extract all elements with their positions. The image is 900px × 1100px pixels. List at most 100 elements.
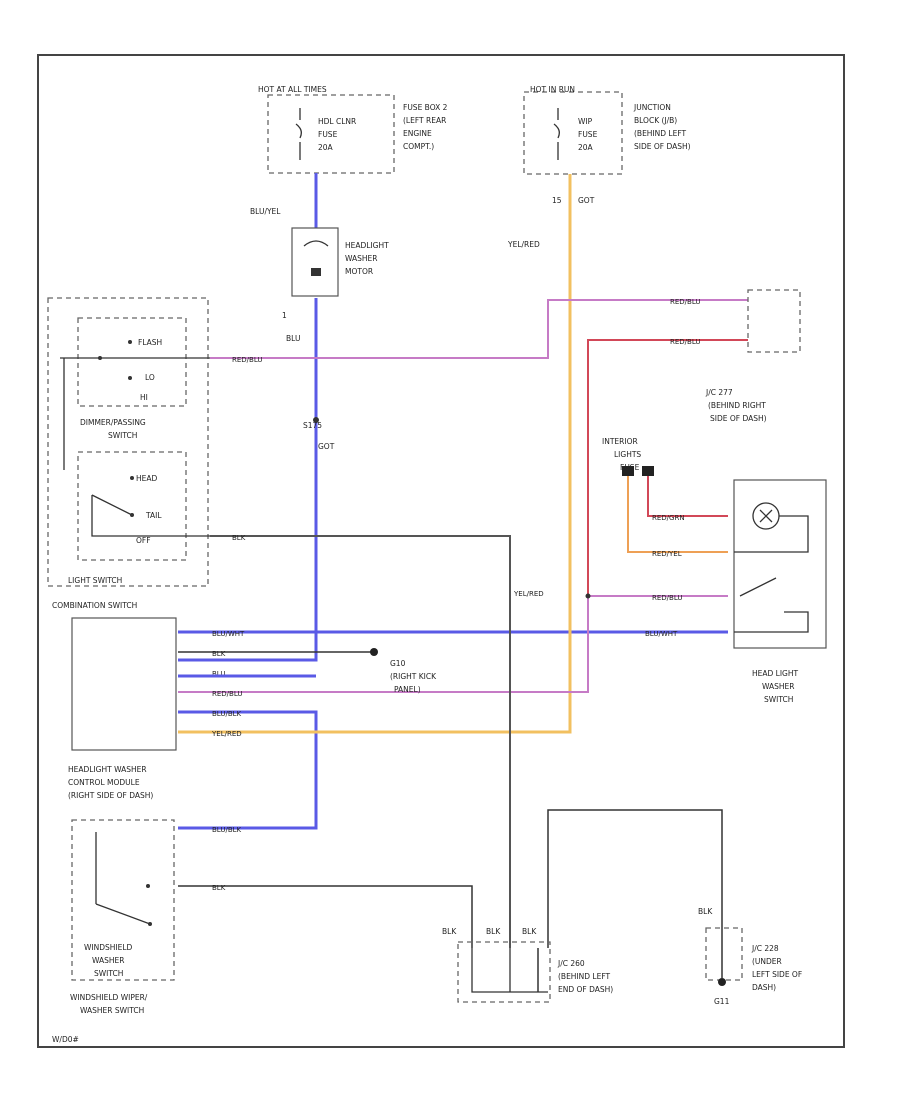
motor-pin: 1 <box>282 311 287 320</box>
jc260-label-1: J/C 260 <box>557 959 585 968</box>
wire-blu <box>178 298 318 662</box>
fuse-symbol-hdl-clnr <box>295 108 302 160</box>
wire-red-yel <box>627 476 728 553</box>
wire-blk-ws-switch <box>178 885 473 948</box>
wire-label-blu-yel: BLU/YEL <box>250 207 281 216</box>
jc228-label-2: (UNDER <box>752 957 782 966</box>
light-switch-box <box>77 451 187 561</box>
fuse-wip-line2: FUSE <box>578 130 598 139</box>
interior-lights-fuse: INTERIOR LIGHTS FUSE <box>602 437 654 476</box>
wire-label-cm-blk: BLK <box>212 650 226 658</box>
fuse-wip-line1: WIP <box>578 117 593 126</box>
wire-label-ws-blk: BLK <box>212 884 226 892</box>
fuse-box-2-title: HOT AT ALL TIMES <box>258 85 327 94</box>
wire-label-red-blu-dimmer: RED/BLU <box>232 356 263 364</box>
ws-switch-blade <box>95 832 151 925</box>
junction-block-title: HOT IN RUN <box>530 85 575 94</box>
control-module-label-3: (RIGHT SIDE OF DASH) <box>68 791 153 800</box>
wire-label-cm-blu-blk: BLU/BLK <box>212 710 242 718</box>
jc277-label-1: J/C 277 <box>705 388 733 397</box>
splice-red-blu <box>585 593 591 599</box>
jc228-label-3: LEFT SIDE OF <box>752 970 802 979</box>
wire-label-ws-blu-blk: BLU/BLK <box>212 826 242 834</box>
wire-label-yel-red-top: YEL/RED <box>507 240 540 249</box>
wire-label-red-yel: RED/YEL <box>652 550 682 558</box>
wire-label-cm-yel-red: YEL/RED <box>211 730 242 738</box>
splice-s175: S175 <box>303 421 322 430</box>
windshield-wiper-washer-switch: WINDSHIELD WASHER SWITCH WINDSHIELD WIPE… <box>70 819 175 1015</box>
motor-winding <box>303 240 329 247</box>
junction-block: HOT IN RUN WIP FUSE 20A JUNCTION BLOCK (… <box>523 85 691 175</box>
hlw-switch-label-3: SWITCH <box>764 695 793 704</box>
ws-outer-label-2: WASHER SWITCH <box>80 1006 144 1015</box>
ground-g10-label-3: PANEL) <box>394 685 421 694</box>
wire-red-grn <box>647 476 728 517</box>
hlw-switch-label-1: HEAD LIGHT <box>752 669 799 678</box>
jc-277: J/C 277 (BEHIND RIGHT SIDE OF DASH) <box>705 289 801 423</box>
wire-label-yel-red-mid: YEL/RED <box>513 590 544 598</box>
fuse-box-2-loc4: COMPT.) <box>403 142 434 151</box>
wire-label-red-blu-hlw: RED/BLU <box>652 594 683 602</box>
ground-g10-label-2: (RIGHT KICK <box>390 672 437 681</box>
ws-inner-label-1: WINDSHIELD <box>84 943 133 952</box>
dimmer-pos-hi: HI <box>140 393 148 402</box>
ground-g10-label-1: G10 <box>390 659 406 668</box>
dimmer-label-2: SWITCH <box>108 431 137 440</box>
splice-s175-code: GOT <box>318 442 335 451</box>
motor-label-3: MOTOR <box>345 267 373 276</box>
wire-label-cm-red-blu: RED/BLU <box>212 690 243 698</box>
jc228-label-1: J/C 228 <box>751 944 779 953</box>
motor-label-2: WASHER <box>345 254 378 263</box>
dimmer-label-1: DIMMER/PASSING <box>80 418 146 427</box>
junction-block-loc3: (BEHIND LEFT <box>634 129 687 138</box>
junction-block-loc4: SIDE OF DASH) <box>634 142 691 151</box>
wire-label-red-grn: RED/GRN <box>652 514 685 522</box>
headlight-washer-control-module: HEADLIGHT WASHER CONTROL MODULE (RIGHT S… <box>68 617 177 800</box>
light-pos-tail: TAIL <box>145 511 162 520</box>
light-switch-blade <box>91 494 210 537</box>
fuse-hdl-clnr-line3: 20A <box>318 143 334 152</box>
ground-g10-icon <box>370 648 378 656</box>
ground-g11-icon <box>718 978 726 986</box>
fuse-symbol-wip <box>553 108 560 160</box>
motor-label-1: HEADLIGHT <box>345 241 389 250</box>
wire-yel-red <box>178 180 572 734</box>
wire-blk-jc228 <box>547 809 723 948</box>
wire-red-blu-dimmer <box>210 299 748 359</box>
dimmer-pos-flash: FLASH <box>138 338 162 347</box>
light-pos-head: HEAD <box>136 474 158 483</box>
wire-blk-light-switch <box>210 535 511 948</box>
head-light-washer-switch: HEAD LIGHT WASHER SWITCH <box>733 479 827 704</box>
wire-label-jc277-2: RED/BLU <box>670 338 701 346</box>
fuse-hdl-clnr-line1: HDL CLNR <box>318 117 356 126</box>
fuse-wip-line3: 20A <box>578 143 594 152</box>
ws-inner-label-2: WASHER <box>92 956 125 965</box>
junction-block-loc1: JUNCTION <box>633 103 671 112</box>
control-module-label-1: HEADLIGHT WASHER <box>68 765 147 774</box>
wire-label-cm-blu-wht: BLU/WHT <box>212 630 245 638</box>
jc260-label-3: END OF DASH) <box>558 985 613 994</box>
jb-connector-code: GOT <box>578 196 595 205</box>
wire-label-blu: BLU <box>286 334 300 343</box>
fuse-box-2-loc3: ENGINE <box>403 129 432 138</box>
ws-outer-label-1: WINDSHIELD WIPER/ <box>70 993 148 1002</box>
figure-id: W/D0# <box>52 1035 79 1044</box>
jc228-label-4: DASH) <box>752 983 776 992</box>
jc277-label-2: (BEHIND RIGHT <box>708 401 766 410</box>
wire-label-blk-light: BLK <box>232 534 246 542</box>
wire-label-blu-wht-hlw: BLU/WHT <box>645 630 678 638</box>
combination-switch-label: COMBINATION SWITCH <box>52 601 137 610</box>
jc260-label-2: (BEHIND LEFT <box>558 972 611 981</box>
fuse-box-2-loc2: (LEFT REAR <box>403 116 446 125</box>
jc260-wire-1: BLK <box>442 927 457 936</box>
jb-pin: 15 <box>552 196 562 205</box>
wire-red-blu-control <box>178 595 728 693</box>
splice-s175-dot <box>313 417 319 423</box>
wire-label-jc277-1: RED/BLU <box>670 298 701 306</box>
jc-260: BLK BLK BLK J/C 260 (BEHIND LEFT END OF … <box>442 927 613 1003</box>
hlw-switch-label-2: WASHER <box>762 682 795 691</box>
jc260-wire-3: BLK <box>522 927 537 936</box>
motor-icon <box>311 268 321 276</box>
headlight-washer-motor: HEADLIGHT WASHER MOTOR <box>291 227 389 297</box>
